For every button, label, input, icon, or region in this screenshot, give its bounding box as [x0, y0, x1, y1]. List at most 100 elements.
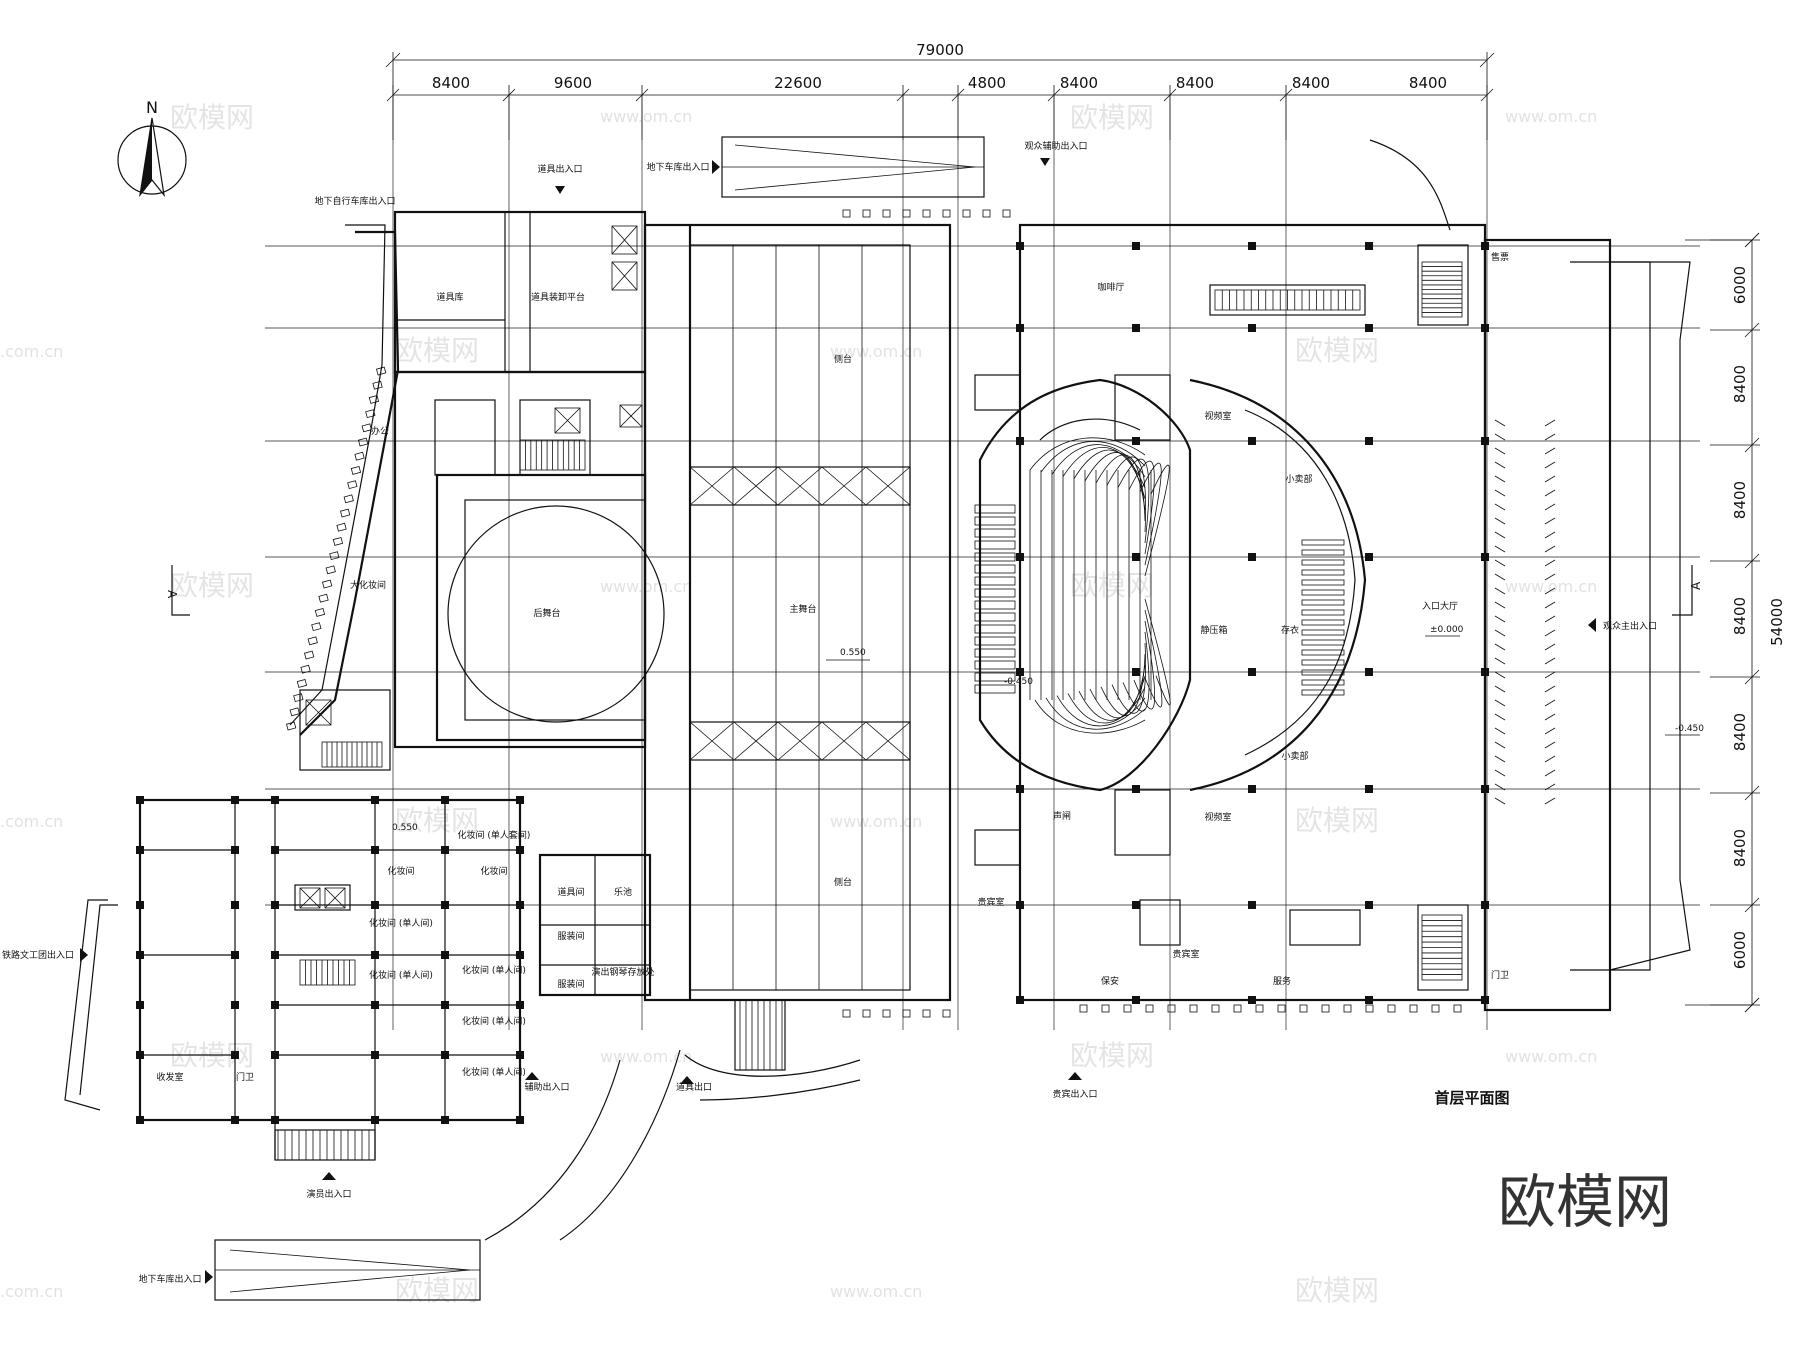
watermark-url: .com.cn	[0, 1282, 63, 1301]
room-label: 静压箱	[1200, 624, 1227, 636]
section-marker-left: A	[165, 590, 179, 599]
seat-row	[1100, 653, 1146, 716]
facade-fin	[1494, 489, 1506, 497]
section-markers: A A	[165, 565, 1703, 616]
cloak-rack	[1301, 589, 1345, 596]
facade-fin	[1494, 447, 1506, 455]
dimension-tick	[1744, 232, 1760, 248]
dimension-tick	[1744, 553, 1760, 569]
brand-watermark: 欧模网	[1498, 1168, 1672, 1236]
facade-fin	[1544, 419, 1556, 427]
seat-row	[974, 684, 1016, 694]
bollard	[1387, 1004, 1396, 1013]
dimension-tick	[1744, 322, 1760, 338]
structural-column	[1132, 996, 1140, 1004]
structural-column	[1248, 901, 1256, 909]
room-label: 服装间	[557, 930, 584, 942]
watermark-brand: 欧模网	[395, 334, 479, 367]
north-arrow: N	[117, 98, 187, 198]
entrance-label: 演员出入口	[306, 1188, 351, 1200]
bollard	[1299, 1004, 1308, 1013]
room-label: 化妆间 (单人间)	[369, 917, 433, 929]
bollard	[942, 1009, 951, 1018]
seat-row	[1133, 620, 1156, 710]
seat-row	[974, 504, 1016, 514]
elevation-mark: ±0.000	[1430, 625, 1464, 635]
dimension-tick	[1744, 669, 1760, 685]
room-label: 保安	[1101, 975, 1119, 987]
bollard	[862, 209, 871, 218]
flybar-cross	[689, 466, 735, 506]
facade-fin	[1494, 629, 1506, 637]
wall-tooth	[354, 451, 365, 461]
bollard	[1211, 1004, 1220, 1013]
facade-fin	[1544, 531, 1556, 539]
watermark-url: www.om.cn	[1505, 577, 1597, 596]
seat-row	[1062, 447, 1146, 489]
watermark-url: www.om.cn	[600, 577, 692, 596]
room-label: 道具间	[557, 886, 584, 898]
dimension-label: 8400	[1731, 713, 1749, 751]
watermark-brand: 欧模网	[395, 1274, 479, 1307]
wall-tooth	[361, 423, 372, 433]
facade-fin	[1544, 489, 1556, 497]
bollard	[982, 209, 991, 218]
cloak-rack	[1301, 619, 1345, 626]
seat-row	[1029, 437, 1146, 471]
north-label: N	[146, 98, 158, 117]
facade-fin	[1544, 643, 1556, 651]
dimension-label: 22600	[774, 74, 822, 92]
structural-column	[1365, 668, 1373, 676]
bollard	[922, 209, 931, 218]
facade-fin	[1494, 433, 1506, 441]
room-label: 视频室	[1204, 410, 1231, 422]
watermark-url: .com.cn	[0, 812, 63, 831]
facade-fin	[1494, 601, 1506, 609]
seat-row	[1117, 458, 1150, 544]
facade-fin	[1494, 531, 1506, 539]
facade-fin	[1544, 769, 1556, 777]
facade-fin	[1494, 615, 1506, 623]
structural-column	[1248, 553, 1256, 561]
structural-column	[1248, 668, 1256, 676]
entrance-arrows	[80, 158, 1596, 1284]
cloak-rack	[1301, 659, 1345, 666]
facade-fin	[1544, 783, 1556, 791]
facade-fin	[1544, 671, 1556, 679]
bollard	[1255, 1004, 1264, 1013]
watermark-brand: 欧模网	[1070, 1039, 1154, 1072]
bollard	[1189, 1004, 1198, 1013]
structural-column	[1132, 785, 1140, 793]
backstage-wing	[286, 210, 665, 771]
seat-row	[1095, 454, 1146, 522]
room-label: 化妆间 (单人套间)	[458, 829, 531, 841]
seat-row	[974, 648, 1016, 658]
wall-tooth	[332, 537, 344, 546]
wall-tooth	[365, 409, 376, 419]
elevation-mark: 0.550	[840, 648, 866, 658]
facade-fin	[1544, 461, 1556, 469]
dimension-label: 6000	[1731, 266, 1749, 304]
facade-fin	[1494, 475, 1506, 483]
seat-row	[1034, 699, 1146, 734]
wall-tooth	[296, 679, 308, 688]
facade-fin	[1494, 503, 1506, 511]
section-marker-right: A	[1689, 581, 1703, 590]
room-label: 侧台	[834, 353, 852, 365]
wall-tooth	[343, 494, 354, 504]
wall-tooth	[300, 664, 311, 674]
structural-column	[1365, 324, 1373, 332]
seat-row	[1040, 441, 1146, 473]
watermark-url: www.om.cn	[1505, 1047, 1597, 1066]
watermark-url: www.om.cn	[1505, 107, 1597, 126]
bollard	[1277, 1004, 1286, 1013]
flybar-cross	[777, 721, 823, 761]
flybar-cross	[821, 721, 867, 761]
structural-column	[1248, 242, 1256, 250]
dimension-tick	[1744, 437, 1760, 453]
wall-tooth	[336, 522, 347, 532]
wall-tooth	[307, 636, 318, 646]
room-label: 主舞台	[789, 603, 816, 615]
watermark-brand: 欧模网	[170, 101, 254, 134]
facade-fin	[1544, 797, 1556, 805]
